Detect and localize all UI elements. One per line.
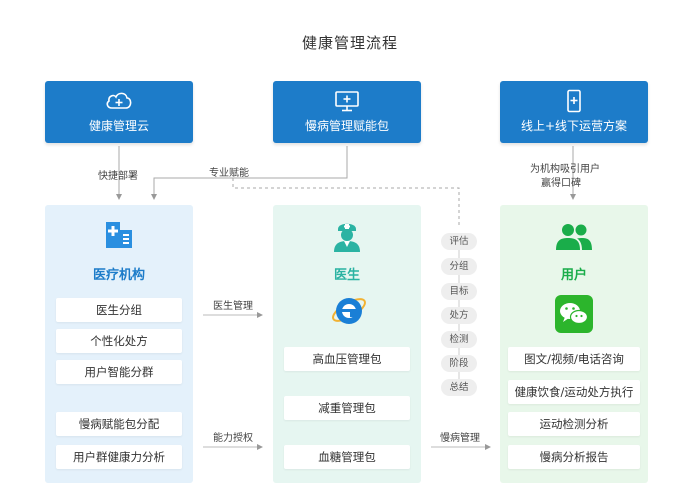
list-item: 健康饮食/运动处方执行 xyxy=(508,380,640,404)
panel-user: 用户 图文/视频/电话咨询 健康饮食/运动处方执行 运动检测分析 慢病分析报告 xyxy=(500,205,648,483)
note-attract-2: 赢得口碑 xyxy=(541,178,581,189)
list-item: 减重管理包 xyxy=(284,396,410,420)
monitor-plus-icon xyxy=(273,89,421,113)
list-item: 高血压管理包 xyxy=(284,347,410,371)
note-deploy: 快捷部署 xyxy=(98,171,138,182)
panel-doctor: 医生 高血压管理包 减重管理包 血糖管理包 xyxy=(273,205,421,483)
cloud-plus-icon xyxy=(45,89,193,113)
list-item: 医生分组 xyxy=(56,298,182,322)
wechat-icon xyxy=(555,295,593,337)
top-box-chronic-package: 慢病管理赋能包 xyxy=(273,81,421,143)
list-item: 用户群健康力分析 xyxy=(56,445,182,469)
step-pill: 分组 xyxy=(441,258,477,275)
doctor-icon xyxy=(331,219,363,257)
note-chronic-mgmt: 慢病管理 xyxy=(440,433,480,444)
note-auth: 能力授权 xyxy=(213,433,253,444)
note-doctor-mgmt: 医生管理 xyxy=(213,301,253,312)
top-box-operations-plan: 线上+线下运营方案 xyxy=(500,81,648,143)
step-pill: 检测 xyxy=(441,331,477,348)
top-box-health-cloud: 健康管理云 xyxy=(45,81,193,143)
panel-medical-institution: 医疗机构 医生分组 个性化处方 用户智能分群 慢病赋能包分配 用户群健康力分析 xyxy=(45,205,193,483)
phone-plus-icon xyxy=(500,89,648,113)
list-item: 血糖管理包 xyxy=(284,445,410,469)
step-pill: 评估 xyxy=(441,233,477,250)
top-box-label: 健康管理云 xyxy=(88,119,149,133)
note-empower: 专业赋能 xyxy=(209,168,249,179)
list-item: 图文/视频/电话咨询 xyxy=(508,347,640,371)
users-icon xyxy=(555,221,593,255)
note-attract-1: 为机构吸引用户 xyxy=(530,164,600,175)
step-pill: 处方 xyxy=(441,307,477,324)
top-box-label: 慢病管理赋能包 xyxy=(304,119,389,133)
panel-title: 医生 xyxy=(333,268,360,283)
list-item: 慢病赋能包分配 xyxy=(56,412,182,436)
ie-browser-icon xyxy=(329,290,369,334)
hospital-icon xyxy=(103,219,135,255)
panel-title: 医疗机构 xyxy=(92,268,145,283)
list-item: 运动检测分析 xyxy=(508,412,640,436)
top-box-label: 线上+线下运营方案 xyxy=(520,119,628,133)
step-pill: 目标 xyxy=(441,283,477,300)
page-title: 健康管理流程 xyxy=(301,34,398,52)
list-item: 慢病分析报告 xyxy=(508,445,640,469)
panel-title: 用户 xyxy=(560,268,587,283)
step-pill: 阶段 xyxy=(441,355,477,372)
list-item: 用户智能分群 xyxy=(56,360,182,384)
list-item: 个性化处方 xyxy=(56,329,182,353)
step-pill: 总结 xyxy=(441,379,477,396)
